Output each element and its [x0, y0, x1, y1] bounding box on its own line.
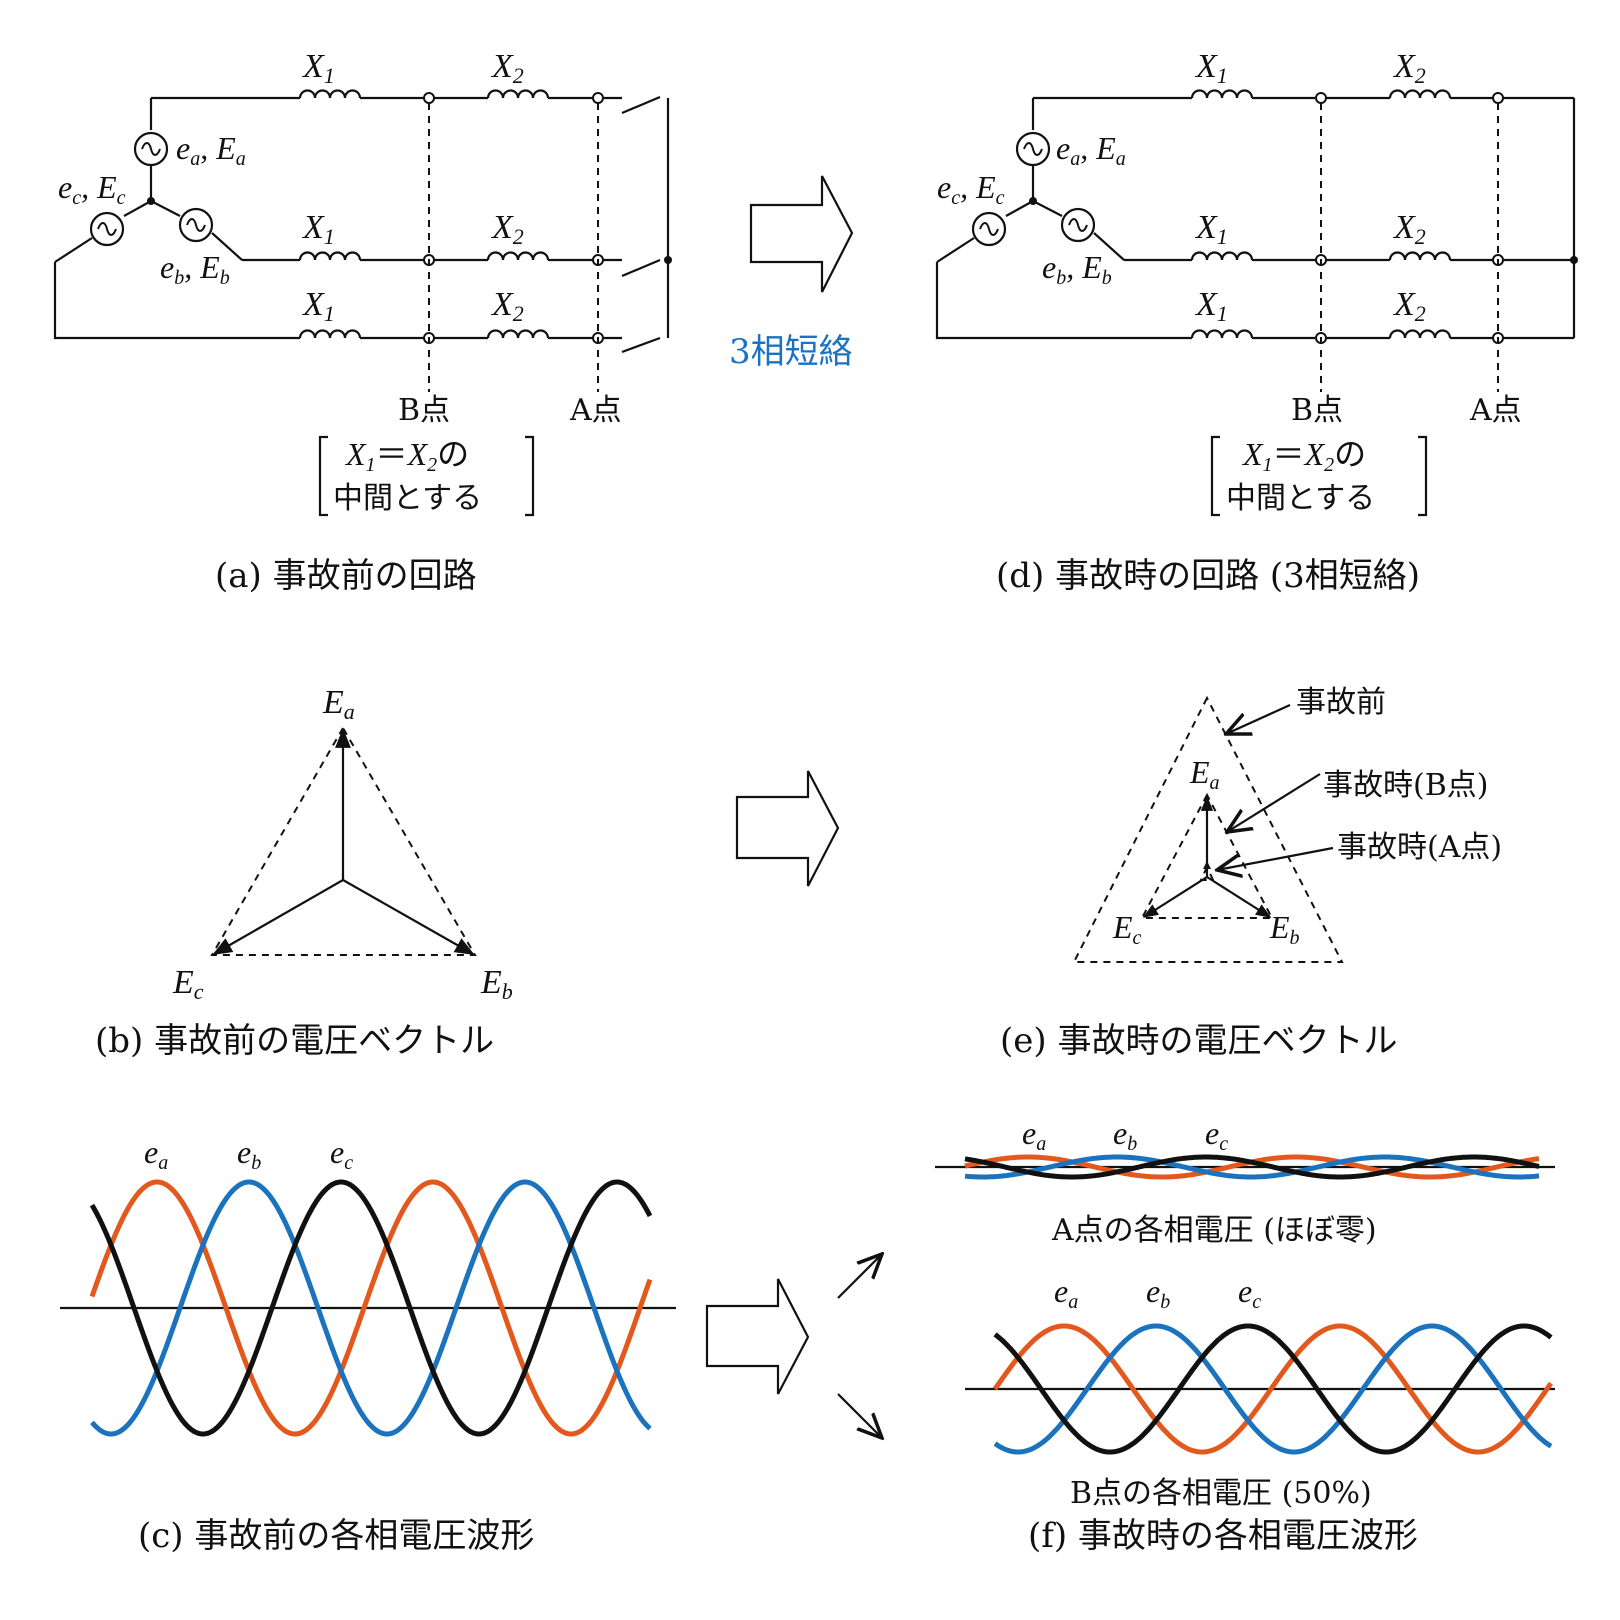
waveform-ea-line — [89, 1179, 653, 1437]
svg-text:Eb: Eb — [480, 964, 513, 1004]
label-fault-a: 事故時(A点) — [1337, 830, 1502, 865]
gen-a-label: ea, Ea — [176, 130, 246, 170]
waveform-point-a: ea eb ec A点の各相電圧 (ほぼ零) — [935, 1115, 1555, 1248]
transition-arrow-icon — [749, 175, 854, 293]
svg-text:ea: ea — [1022, 1115, 1046, 1155]
generator-a-icon — [1015, 131, 1051, 167]
point-b-label: B点 — [398, 393, 450, 428]
label-pre-fault: 事故前 — [1296, 685, 1386, 720]
caption-e: (e) 事故時の電圧ベクトル — [1000, 1021, 1397, 1061]
waveform-ec-line — [89, 1179, 653, 1437]
caption-c: (c) 事故前の各相電圧波形 — [138, 1516, 534, 1556]
waveform-eb-line — [964, 1154, 1540, 1180]
generator-a-icon — [133, 131, 169, 167]
svg-text:X2: X2 — [490, 48, 524, 88]
circuit-before-fault: X1 X2 X1 X2 X1 X2 ea, Ea ec, Ec eb, Eb B… — [53, 48, 672, 517]
generator-c-icon — [89, 211, 125, 247]
note-line1: X1＝X2の — [344, 436, 469, 476]
svg-text:X1: X1 — [1194, 48, 1228, 88]
caption-d: (d) 事故時の回路 (3相短絡) — [996, 556, 1420, 596]
svg-text:X1: X1 — [1194, 209, 1228, 249]
gen-b-label: eb, Eb — [160, 249, 230, 289]
svg-text:ec: ec — [330, 1134, 353, 1174]
svg-text:Ec: Ec — [172, 964, 204, 1004]
svg-text:Ec: Ec — [1112, 909, 1142, 949]
waveform-eb-line — [993, 1323, 1553, 1455]
waveform-eb-line — [90, 1179, 652, 1437]
waveform-ea-line — [992, 1323, 1554, 1455]
caption-f: (f) 事故時の各相電圧波形 — [1028, 1516, 1418, 1556]
point-a-label: A点 — [569, 393, 622, 428]
svg-text:X1: X1 — [301, 286, 335, 326]
waveform-ec-line — [964, 1154, 1540, 1180]
split-arrow-down-icon — [837, 1393, 882, 1438]
svg-text:eb: eb — [1113, 1115, 1137, 1155]
split-arrow-up-icon — [837, 1254, 882, 1299]
waveform-point-b: ea eb ec B点の各相電圧 (50%) — [965, 1273, 1555, 1511]
svg-text:eb: eb — [237, 1134, 261, 1174]
generator-c-icon — [971, 211, 1007, 247]
svg-text:X2: X2 — [1392, 209, 1426, 249]
note-line2: 中間とする — [333, 481, 482, 516]
svg-text:ec, Ec: ec, Ec — [937, 169, 1005, 209]
voltage-vectors-before: Ea Ec Eb — [172, 684, 513, 1004]
svg-text:A点: A点 — [1469, 393, 1522, 428]
point-a-wave-title: A点の各相電圧 (ほぼ零) — [1051, 1213, 1377, 1248]
svg-text:X1: X1 — [301, 48, 335, 88]
circuit-during-fault: X1 X2 X1 X2 X1 X2 ea, Ea ec, Ec eb, Eb B… — [935, 48, 1578, 517]
svg-text:X2: X2 — [490, 209, 524, 249]
three-phase-short-label: 3相短絡 — [729, 332, 853, 372]
svg-text:ec: ec — [1205, 1115, 1228, 1155]
svg-text:ea: ea — [144, 1134, 168, 1174]
transition-arrow-icon — [705, 1278, 810, 1395]
svg-text:X2: X2 — [1392, 48, 1426, 88]
generator-b-icon — [178, 207, 214, 243]
voltage-vectors-fault: Ea Ec Eb 事故前 事故時(B点) 事故時(A点) — [1072, 685, 1502, 963]
svg-text:X1: X1 — [301, 209, 335, 249]
waveform-before: ea eb ec — [60, 1134, 676, 1437]
svg-text:Eb: Eb — [1269, 909, 1300, 949]
svg-text:ec: ec — [1238, 1273, 1261, 1313]
gen-c-label: ec, Ec — [58, 169, 126, 209]
svg-text:Ea: Ea — [322, 684, 355, 724]
generator-b-icon — [1060, 207, 1096, 243]
svg-text:ea, Ea: ea, Ea — [1056, 130, 1126, 170]
svg-text:B点: B点 — [1291, 393, 1343, 428]
svg-text:Ea: Ea — [1189, 754, 1220, 794]
svg-text:X2: X2 — [1392, 286, 1426, 326]
svg-text:eb: eb — [1146, 1273, 1170, 1313]
svg-text:X1: X1 — [1194, 286, 1228, 326]
svg-text:中間とする: 中間とする — [1226, 481, 1375, 516]
point-b-wave-title: B点の各相電圧 (50%) — [1070, 1476, 1372, 1511]
svg-text:eb, Eb: eb, Eb — [1042, 249, 1112, 289]
label-fault-b: 事故時(B点) — [1323, 768, 1488, 803]
waveform-ec-line — [993, 1323, 1553, 1455]
svg-text:ea: ea — [1054, 1273, 1078, 1313]
svg-text:X2: X2 — [490, 286, 524, 326]
caption-b: (b) 事故前の電圧ベクトル — [95, 1021, 494, 1061]
transition-arrow-icon — [735, 770, 840, 887]
svg-text:X1＝X2の: X1＝X2の — [1241, 436, 1366, 476]
caption-a: (a) 事故前の回路 — [215, 556, 477, 596]
